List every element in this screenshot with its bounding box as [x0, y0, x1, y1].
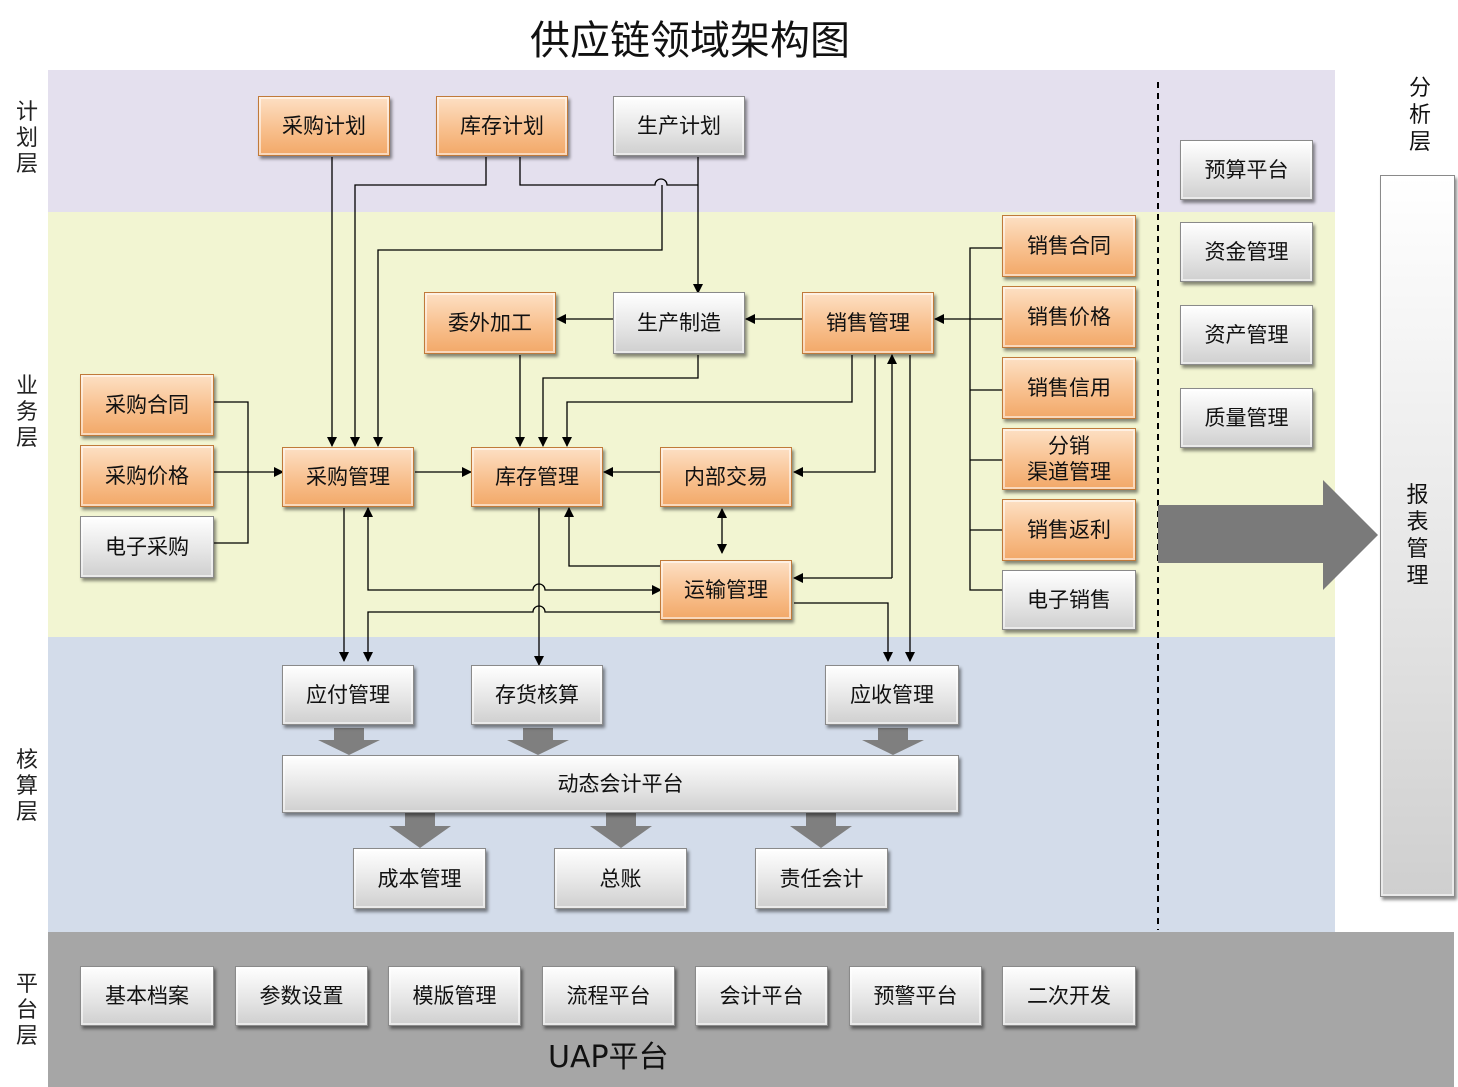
production-plan-box: 生产计划: [613, 96, 745, 156]
asset-mgmt-box: 资产管理: [1180, 305, 1313, 365]
platform-item-template-mgmt: 模版管理: [388, 966, 521, 1026]
layer-label-plan: 计划层: [15, 100, 38, 177]
purchase-plan-box: 采购计划: [258, 96, 390, 156]
sales-mgmt-box: 销售管理: [802, 292, 934, 354]
fund-mgmt-box: 资金管理: [1180, 222, 1313, 282]
e-purchase-box: 电子采购: [80, 516, 214, 578]
sales-contract-box: 销售合同: [1002, 215, 1136, 277]
payable-box: 应付管理: [282, 665, 414, 725]
responsibility-accounting-box: 责任会计: [755, 848, 888, 909]
layer-label-platform: 平台层: [15, 972, 38, 1049]
uap-platform-label: UAP平台: [548, 1040, 669, 1075]
layer-label-analysis: 分析层: [1408, 76, 1431, 155]
platform-item-parameter-settings: 参数设置: [235, 966, 368, 1026]
layer-label-business: 业务层: [15, 374, 38, 451]
diagram-title: 供应链领域架构图: [530, 18, 850, 64]
outsourcing-box: 委外加工: [424, 292, 556, 354]
platform-item-accounting-platform: 会计平台: [695, 966, 828, 1026]
inventory-accounting-box: 存货核算: [471, 665, 603, 725]
sales-price-box: 销售价格: [1002, 286, 1136, 348]
e-sales-box: 电子销售: [1002, 570, 1136, 630]
cost-mgmt-box: 成本管理: [353, 848, 486, 909]
dynamic-accounting-platform-box: 动态会计平台: [282, 755, 959, 813]
distribution-box: 分销 渠道管理: [1002, 428, 1136, 490]
sales-credit-box: 销售信用: [1002, 357, 1136, 419]
platform-item-secondary-dev: 二次开发: [1002, 966, 1136, 1026]
receivable-box: 应收管理: [825, 665, 959, 725]
inventory-plan-box: 库存计划: [436, 96, 568, 156]
production-mfg-box: 生产制造: [613, 292, 745, 354]
inventory-mgmt-box: 库存管理: [471, 447, 603, 507]
purchase-price-box: 采购价格: [80, 445, 214, 507]
budget-platform-box: 预算平台: [1180, 140, 1313, 200]
sales-rebate-box: 销售返利: [1002, 499, 1136, 561]
platform-item-alert-platform: 预警平台: [849, 966, 982, 1026]
general-ledger-box: 总账: [554, 848, 687, 909]
purchase-contract-box: 采购合同: [80, 374, 214, 436]
quality-mgmt-box: 质量管理: [1180, 388, 1313, 448]
layer-label-accounting: 核算层: [15, 748, 38, 825]
report-mgmt-box: 报表管理: [1380, 175, 1455, 897]
platform-item-basic-archive: 基本档案: [80, 966, 214, 1026]
distribution-label-line1: 分销: [1048, 434, 1090, 458]
platform-item-process-platform: 流程平台: [542, 966, 675, 1026]
report-mgmt-label: 报表管理: [1406, 483, 1429, 589]
transport-mgmt-box: 运输管理: [660, 560, 792, 620]
purchase-mgmt-box: 采购管理: [282, 447, 414, 507]
internal-trade-box: 内部交易: [660, 447, 792, 507]
distribution-label-line2: 渠道管理: [1027, 460, 1111, 484]
